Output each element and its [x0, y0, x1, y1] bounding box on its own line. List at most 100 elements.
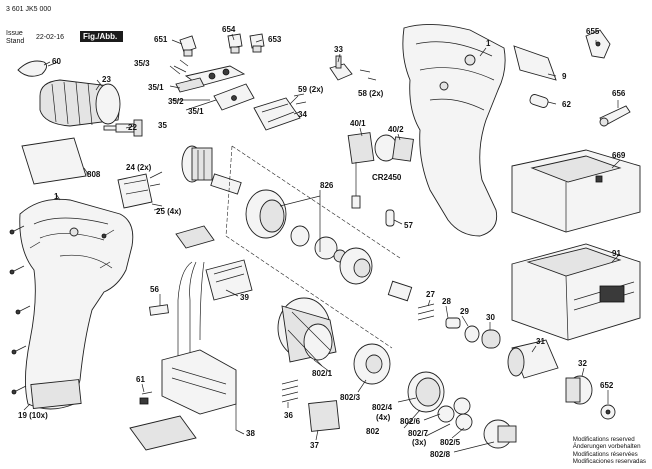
- part-652-screw: [600, 404, 616, 420]
- label-35: 35: [158, 121, 167, 130]
- label-29: 29: [460, 307, 469, 316]
- label-59: 59 (2x): [298, 85, 324, 94]
- label-28: 28: [442, 297, 451, 306]
- part-802-4-ring: [407, 371, 445, 413]
- label-30: 30: [486, 313, 495, 322]
- label-22: 22: [128, 123, 137, 132]
- label-38: 38: [246, 429, 255, 438]
- label-802-1: 802/1: [312, 369, 333, 378]
- stand-label: Stand: [6, 38, 25, 45]
- label-62: 62: [562, 100, 571, 109]
- label-4x: (4x): [376, 413, 391, 422]
- label-9: 9: [562, 72, 567, 81]
- part-22-shaft: [103, 119, 143, 137]
- part-9-strip: [513, 45, 557, 81]
- label-61: 61: [136, 375, 145, 384]
- issue-label: Issue: [6, 30, 23, 37]
- label-cr2450: CR2450: [372, 173, 402, 182]
- label-19: 19 (10x): [18, 411, 48, 420]
- part-1-housing-right: [402, 23, 506, 237]
- label-40-2: 40/2: [388, 125, 404, 134]
- part-802-6-gears: [437, 397, 473, 431]
- label-57: 57: [404, 221, 413, 230]
- label-32: 32: [578, 359, 587, 368]
- label-60: 60: [52, 57, 61, 66]
- part-56-clip: [149, 304, 169, 316]
- label-669: 669: [612, 151, 626, 160]
- label-27: 27: [426, 290, 435, 299]
- part-653-knob: [249, 33, 265, 53]
- label-652: 652: [600, 381, 614, 390]
- part-1-housing-left: [19, 198, 134, 410]
- part-34-slide: [253, 93, 307, 131]
- part-60-pad: [17, 60, 47, 77]
- label-35-1a: 35/1: [148, 83, 164, 92]
- notice-en: Modifications reserved: [572, 436, 635, 444]
- assembly-guide-lines: [225, 145, 401, 349]
- part-27-spring: [417, 303, 435, 321]
- label-656: 656: [612, 89, 626, 98]
- label-1-left: 1: [54, 192, 59, 201]
- part-number-labels: 60 23 22 808 1 651 654 653 33 35/3 35/1 …: [18, 25, 626, 459]
- label-653: 653: [268, 35, 282, 44]
- label-33: 33: [334, 45, 343, 54]
- part-654-knob: [227, 33, 243, 54]
- notice-de: Änderungen vorbehalten: [572, 443, 641, 451]
- part-39-switch: [175, 225, 253, 360]
- part-35-switch-assembly: [173, 59, 255, 111]
- modifications-notice: Modifications reserved Änderungen vorbeh…: [573, 436, 646, 465]
- issue-block: Issue Stand: [6, 30, 24, 46]
- label-37: 37: [310, 441, 319, 450]
- part-32-cap: [565, 375, 593, 405]
- label-24: 24 (2x): [126, 163, 152, 172]
- label-802-4: 802/4: [372, 403, 393, 412]
- label-802-6: 802/6: [400, 417, 421, 426]
- part-19-screws: [9, 225, 115, 395]
- part-40-electronics: [347, 132, 414, 209]
- label-808: 808: [87, 170, 101, 179]
- part-62-pin: [529, 94, 549, 108]
- doc-number: 3 601 JK5 000: [6, 6, 52, 13]
- label-802: 802: [366, 427, 380, 436]
- part-669-charger: [511, 149, 641, 233]
- part-655-clip: [585, 29, 611, 59]
- label-36: 36: [284, 411, 293, 420]
- part-24-plate: [117, 173, 165, 211]
- part-29-ring: [464, 325, 480, 343]
- figure-tag: Fig./Abb. 1: [80, 31, 123, 52]
- part-37-block: [308, 400, 340, 432]
- part-808-label: [21, 137, 87, 185]
- leader-lines: [23, 33, 621, 453]
- part-31-collar: [507, 339, 559, 379]
- part-30-sleeve: [481, 329, 501, 349]
- label-654: 654: [222, 25, 236, 34]
- label-34: 34: [298, 110, 307, 119]
- label-35-3: 35/3: [134, 59, 150, 68]
- part-802-8-spindle: [483, 419, 517, 449]
- label-25: 25 (4x): [156, 207, 182, 216]
- part-61-screw: [139, 391, 153, 405]
- label-31: 31: [536, 337, 545, 346]
- part-651-knob: [179, 35, 197, 57]
- label-802-3: 802/3: [340, 393, 361, 402]
- label-655: 655: [586, 27, 600, 36]
- part-57-pin: [385, 209, 395, 227]
- label-35-1b: 35/1: [188, 107, 204, 116]
- issue-date: 22-02-16: [36, 34, 65, 41]
- label-58: 58 (2x): [358, 89, 384, 98]
- label-651: 651: [154, 35, 168, 44]
- label-826: 826: [320, 181, 334, 190]
- part-33-bracket: [329, 55, 377, 81]
- label-3x: (3x): [412, 438, 427, 447]
- part-826-bearings: [245, 189, 413, 302]
- notice-fr: Modifications réservées: [572, 450, 638, 458]
- part-656-belt-clip: [599, 105, 631, 127]
- label-1-right: 1: [486, 39, 491, 48]
- part-802-gear-housing: [277, 297, 337, 367]
- label-802-8: 802/8: [430, 450, 451, 459]
- label-802-7: 802/7: [408, 429, 429, 438]
- label-39: 39: [240, 293, 249, 302]
- part-23-cap: [39, 79, 121, 127]
- doc-header: 3 601 JK5 000: [6, 6, 51, 14]
